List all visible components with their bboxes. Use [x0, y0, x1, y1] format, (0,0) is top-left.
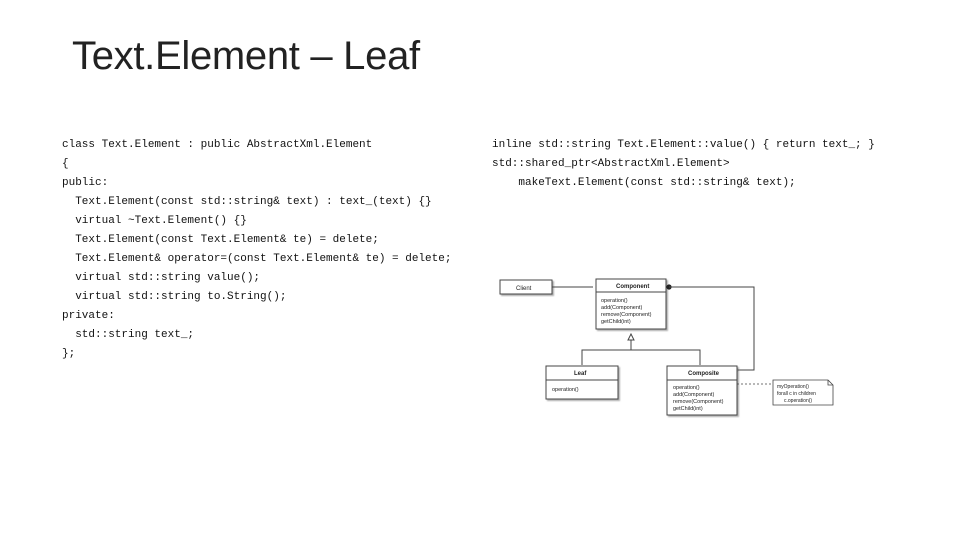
code-line: }; — [62, 348, 76, 360]
code-line: Text.Element& operator=(const Text.Eleme… — [62, 253, 452, 265]
leaf-method: operation() — [552, 387, 579, 393]
leaf-class-box: Leaf operation() — [545, 365, 619, 400]
code-line: virtual std::string to.String(); — [62, 291, 287, 303]
code-line: virtual std::string value(); — [62, 272, 261, 284]
composite-pattern-uml-diagram: Client Component operation() add(Compone… — [497, 272, 842, 420]
code-line: inline std::string Text.Element::value()… — [492, 139, 875, 151]
client-class-name: Client — [516, 286, 532, 292]
code-line: std::shared_ptr<AbstractXml.Element> — [492, 158, 730, 170]
aggregation-line — [669, 286, 755, 371]
component-class-name: Component — [616, 284, 649, 290]
composite-method: remove(Component) — [673, 399, 724, 405]
composite-class-box: Composite operation() add(Component) rem… — [666, 365, 738, 416]
composite-method: operation() — [673, 385, 700, 391]
code-line: Text.Element(const Text.Element& te) = d… — [62, 234, 379, 246]
note-line: c.operation() — [784, 398, 812, 404]
code-line: public: — [62, 177, 109, 189]
method-definition-code: inline std::string Text.Element::value()… — [492, 139, 875, 189]
note-line: forall c in children — [777, 391, 816, 397]
component-class-box: Component operation() add(Component) rem… — [595, 278, 667, 330]
component-method: add(Component) — [601, 305, 642, 311]
code-line: class Text.Element : public AbstractXml.… — [62, 139, 373, 151]
code-line: Text.Element(const std::string& text) : … — [62, 196, 432, 208]
component-method: operation() — [601, 298, 628, 304]
slide-title: Text.Element – Leaf — [72, 34, 420, 78]
code-line: { — [62, 158, 69, 170]
composite-method: add(Component) — [673, 392, 714, 398]
composite-method: getChild(int) — [673, 406, 703, 412]
component-method: remove(Component) — [601, 312, 652, 318]
code-line: virtual ~Text.Element() {} — [62, 215, 247, 227]
code-line: private: — [62, 310, 115, 322]
component-method: getChild(int) — [601, 319, 631, 325]
note-line: myOperation() — [777, 384, 809, 390]
leaf-class-name: Leaf — [574, 371, 587, 377]
client-class-box: Client — [499, 279, 553, 295]
code-line: std::string text_; — [62, 329, 195, 341]
code-line: makeText.Element(const std::string& text… — [492, 177, 796, 189]
operation-note: myOperation() forall c in children c.ope… — [772, 379, 834, 406]
class-declaration-code: class Text.Element : public AbstractXml.… — [62, 139, 451, 360]
composite-class-name: Composite — [688, 371, 720, 377]
inheritance-branch — [581, 349, 701, 365]
inheritance-arrow-icon — [627, 332, 635, 341]
